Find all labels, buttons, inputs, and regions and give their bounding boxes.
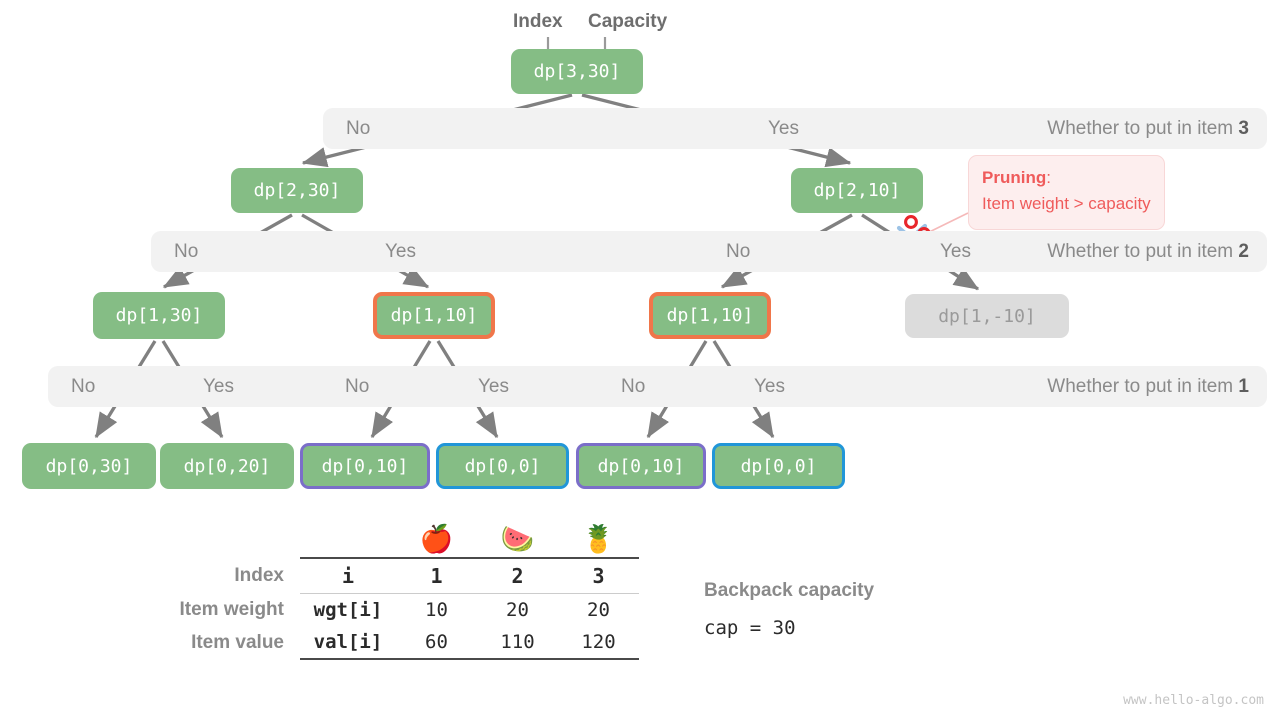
table-row: Item weight wgt[i] 10 20 20 <box>140 594 639 627</box>
table-cell: 120 <box>558 626 639 660</box>
branch-label-no: No <box>346 117 371 139</box>
branch-label-yes: Yes <box>940 240 971 262</box>
table-cell: 10 <box>425 599 448 621</box>
table-row-emojis: 🍎 🍉 🍍 <box>140 518 639 558</box>
table-cell: 110 <box>477 626 558 660</box>
band-question: Whether to put in item 2 <box>1047 241 1249 263</box>
item-emoji-2: 🍉 <box>500 524 535 555</box>
band-question: Whether to put in item 1 <box>1047 376 1249 398</box>
tree-node-n2_30[interactable]: dp[2,30] <box>231 168 363 213</box>
branch-label-no: No <box>71 375 96 397</box>
table-cell: 3 <box>558 557 639 594</box>
table-cell: 20 <box>587 599 610 621</box>
row-header: Item value <box>191 631 284 653</box>
tree-node-l0_0a[interactable]: dp[0,0] <box>436 443 569 489</box>
band-question-text: Whether to put in item <box>1047 117 1239 139</box>
pruning-callout: Pruning: Item weight > capacity <box>968 155 1165 230</box>
branch-label-no: No <box>174 240 199 262</box>
band-question-item-number: 1 <box>1238 375 1249 397</box>
tree-node-n1_30[interactable]: dp[1,30] <box>93 292 225 339</box>
row-key: i <box>300 557 396 594</box>
row-key: wgt[i] <box>313 599 383 621</box>
index-annotation: Index <box>513 11 563 32</box>
band-question-text: Whether to put in item <box>1047 240 1239 262</box>
band-question-text: Whether to put in item <box>1047 375 1239 397</box>
capacity-annotation: Capacity <box>588 11 668 32</box>
pruning-detail: Item weight > capacity <box>982 194 1151 214</box>
emoji-row-spacer <box>140 518 300 558</box>
band-question-item-number: 3 <box>1238 117 1249 139</box>
branch-label-no: No <box>345 375 370 397</box>
tree-node-root[interactable]: dp[3,30] <box>511 49 643 94</box>
backpack-capacity-label: Backpack capacity <box>704 580 875 601</box>
tree-node-l0_10a[interactable]: dp[0,10] <box>300 443 430 489</box>
table-cell: 20 <box>506 599 529 621</box>
tree-node-n1_10b[interactable]: dp[1,10] <box>649 292 771 339</box>
branch-label-yes: Yes <box>385 240 416 262</box>
branch-label-yes: Yes <box>203 375 234 397</box>
branch-label-yes: Yes <box>768 117 799 139</box>
table-cell: 60 <box>396 626 477 660</box>
branch-label-no: No <box>621 375 646 397</box>
backpack-capacity-value: cap = 30 <box>704 617 796 639</box>
branch-label-yes: Yes <box>478 375 509 397</box>
pruning-colon: : <box>1046 168 1051 187</box>
pruning-title: Pruning <box>982 168 1047 187</box>
tree-node-l0_10b[interactable]: dp[0,10] <box>576 443 706 489</box>
watermark: www.hello-algo.com <box>1123 693 1264 708</box>
row-header: Item weight <box>179 598 284 620</box>
branch-label-yes: Yes <box>754 375 785 397</box>
emoji-key-spacer <box>300 518 396 558</box>
branch-label-no: No <box>726 240 751 262</box>
table-cell: 1 <box>396 557 477 594</box>
pruning-title-line: Pruning: <box>982 165 1151 191</box>
item-emoji-1: 🍎 <box>419 524 454 555</box>
table-cell: 2 <box>477 557 558 594</box>
tree-node-l0_20[interactable]: dp[0,20] <box>160 443 294 489</box>
row-key: val[i] <box>300 626 396 660</box>
tree-node-l0_30[interactable]: dp[0,30] <box>22 443 156 489</box>
tree-node-n1_neg[interactable]: dp[1,-10] <box>905 294 1069 338</box>
row-header: Index <box>234 564 284 586</box>
item-emoji-3: 🍍 <box>581 524 616 555</box>
band-question: Whether to put in item 3 <box>1047 118 1249 140</box>
decision-band-band3: No Yes Whether to put in item 3 <box>323 108 1267 149</box>
tree-node-n2_10[interactable]: dp[2,10] <box>791 168 923 213</box>
decision-band-band1: No Yes No Yes No Yes Whether to put in item 1 <box>48 366 1267 407</box>
band-question-item-number: 2 <box>1238 240 1249 262</box>
tree-node-l0_0b[interactable]: dp[0,0] <box>712 443 845 489</box>
tree-node-n1_10a[interactable]: dp[1,10] <box>373 292 495 339</box>
decision-band-band2: No Yes No Yes Whether to put in item 2 <box>151 231 1267 272</box>
